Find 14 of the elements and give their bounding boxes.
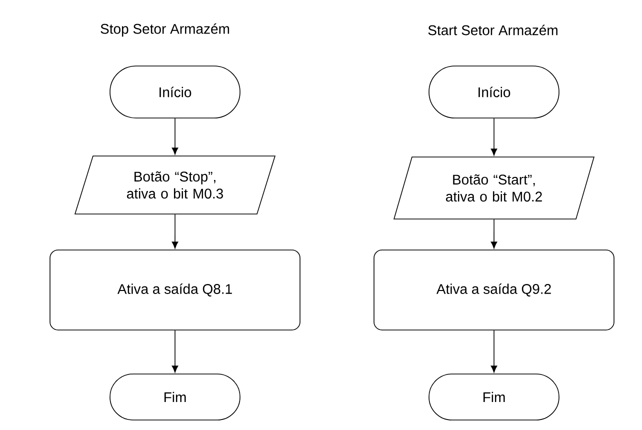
- terminal-box: Início: [428, 66, 560, 118]
- chart-title: Stop Setor Armazém: [100, 23, 230, 37]
- arrow: [490, 118, 498, 156]
- arrow: [490, 219, 498, 249]
- arrow: [172, 214, 178, 249]
- chart-title: Start Setor Armazém: [428, 24, 558, 36]
- arrow: [172, 330, 178, 373]
- process-box: Ativa a saída Q8.1: [50, 250, 300, 330]
- terminal-box: Início: [110, 66, 240, 118]
- arrow: [490, 330, 498, 373]
- process-box: Ativa a saída Q9.2: [374, 250, 614, 330]
- terminal-box: Fim: [428, 374, 560, 420]
- terminal-box: Fim: [110, 374, 240, 420]
- arrow: [172, 118, 178, 155]
